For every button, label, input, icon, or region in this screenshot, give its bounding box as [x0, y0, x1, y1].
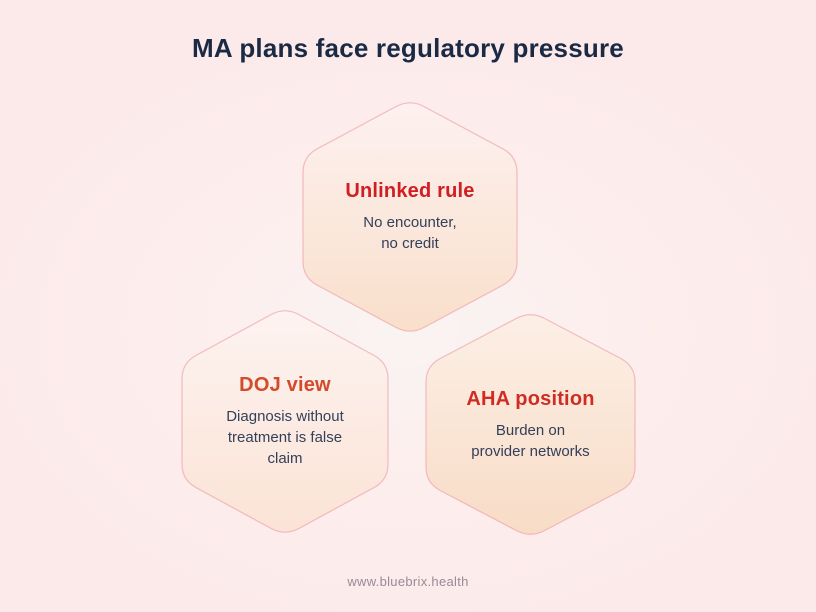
hexagon-node-doj-view: DOJ view Diagnosis without treatment is … — [181, 307, 389, 536]
hexagon-shape — [181, 310, 389, 533]
hexagon-node-aha-position: AHA position Burden on provider networks — [425, 311, 636, 538]
website-footer: www.bluebrix.health — [347, 574, 469, 589]
page-title: MA plans face regulatory pressure — [192, 33, 624, 63]
hexagon-node-unlinked-rule: Unlinked rule No encounter, no credit — [302, 99, 518, 335]
hexagon-shape — [302, 102, 518, 332]
hexagon-shape — [425, 314, 636, 535]
